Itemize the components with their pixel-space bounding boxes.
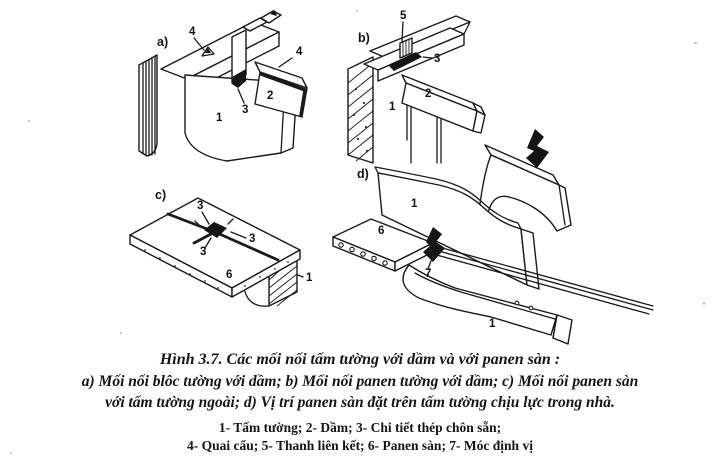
panel-c-label: c) [155,188,166,202]
figure-title: Các mối nối tấm tường với dầm và với pan… [226,351,561,368]
lower-wall-1 [402,264,573,345]
leader-lines [401,21,433,59]
part-label-1: 1 [216,112,223,124]
legend-line-2: 4- Quai cẩu; 5- Thanh liên kết; 6- Panen… [187,438,533,453]
positioning-hook-7 [423,227,445,262]
scan-speckle [10,452,12,454]
panel-a-label: a) [157,35,168,49]
part-label-3-top: 3 [197,200,203,212]
lintel-beam [363,15,471,82]
floor-panels [129,197,301,298]
scan-speckle [694,42,697,44]
legend-line-1: 1- Tấm tường; 2- Dầm; 3- Chi tiết thép c… [218,420,502,435]
scan-speckle [120,332,122,334]
part-label-1-lower: 1 [489,318,496,330]
part-label-2: 2 [267,90,273,102]
diagram-panel-b: b) 5 3 1 2 [347,10,486,164]
leader-line-7 [427,260,432,270]
part-label-7: 7 [425,268,431,280]
part-label-6: 6 [378,225,384,237]
caption-line-2: a) Mối nối blôc tường với dầm; b) Mối nố… [81,373,639,390]
leader-lines [201,211,304,278]
panel-seam-short [192,231,215,245]
figure-number: Hình 3.7. [159,351,223,368]
figure-diagram-area: a) 4 4 1 2 3 [129,10,654,345]
part-label-2: 2 [425,88,431,100]
scan-speckle [356,10,358,12]
panel-d-label: d) [357,167,369,181]
wall-fragment-with-hook [476,129,572,235]
anchor-slot [231,29,247,88]
part-label-1: 1 [306,272,313,284]
layered-wall-edge [138,54,158,157]
caption-title-line: Hình 3.7. Các mối nối tấm tường với dầm … [0,350,720,370]
diagram-panel-c: c) 3 3 3 6 1 [129,188,313,307]
part-label-4-right: 4 [296,46,303,58]
part-label-5: 5 [400,10,407,22]
part-label-3: 3 [242,104,248,116]
part-label-4-left: 4 [189,26,196,38]
diagram-panel-a: a) 4 4 1 2 3 [138,10,308,162]
welded-joint-detail [388,52,422,71]
part-label-6: 6 [226,269,232,281]
diagram-panel-d: d) 1 6 7 1 [332,129,654,345]
scan-speckle [703,302,705,305]
caption-line-3: với tấm tường ngoài; d) Vị trí panen sàn… [105,393,615,411]
part-label-3: 3 [434,53,440,65]
welded-joint-detail [194,218,234,238]
connector-bar-5 [399,37,413,59]
panel-b-label: b) [358,31,370,45]
leader-lines [193,37,293,104]
scan-speckle [28,120,30,122]
lifting-loop-left [201,46,215,57]
positioning-hook-top [526,129,549,168]
lifting-loop-right [270,10,277,16]
part-label-1: 1 [389,101,396,113]
rails [432,245,654,315]
hatched-column [347,56,374,164]
part-label-3-right: 3 [249,233,255,245]
embedded-steel-detail [232,69,246,88]
part-label-3-left: 3 [200,246,206,258]
beam-2 [254,61,308,118]
part-label-1-wall: 1 [411,198,418,210]
figure-caption: Hình 3.7. Các mối nối tấm tường với dầm … [0,350,720,455]
beam-2 [401,74,486,164]
